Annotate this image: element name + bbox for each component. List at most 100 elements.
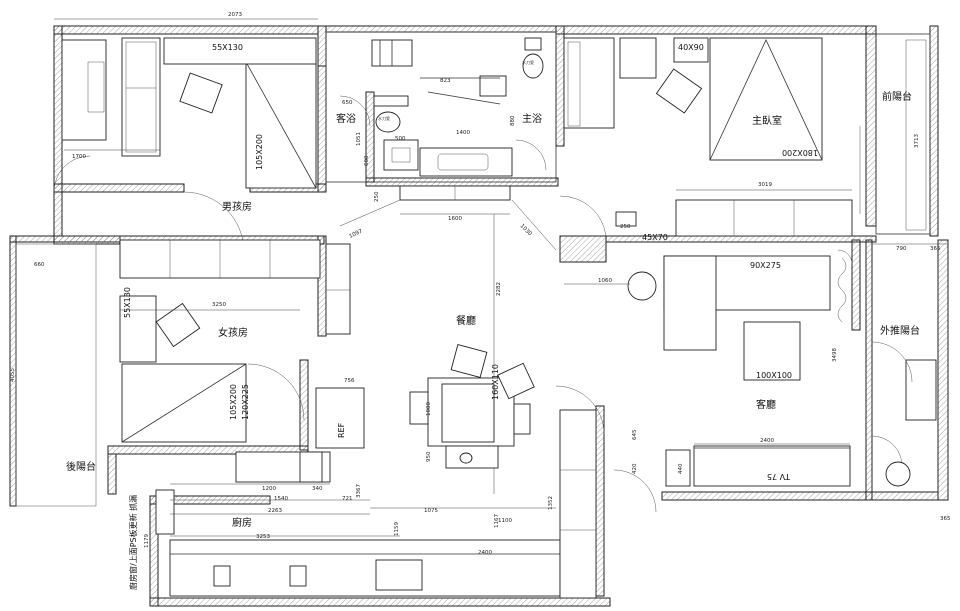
rear-note: 廚房窗/上面PS板更新 抓漏 [128,495,138,590]
girls-chair [155,302,201,348]
dim-3713: 3713 [914,134,920,148]
dim-3019: 3019 [758,182,772,188]
dim-500: 500 [395,136,406,142]
dim-2282: 2282 [496,282,502,296]
dim-2400-kitchen: 2400 [478,550,492,556]
dim-2263: 2263 [268,508,282,514]
dim-1600: 1600 [448,216,462,222]
dim-3253: 3253 [256,534,270,540]
dim-365-top: 365 [930,246,941,252]
room-label-girls: 女孩房 [218,326,248,339]
dim-3367: 3367 [356,484,362,498]
dining-table-size: 160X110 [491,364,500,400]
kitchen-counter [169,539,561,597]
kitchen [155,385,657,599]
room-label-kitchen: 廚房 [232,516,252,529]
room-label-dining: 餐廳 [456,314,476,327]
master-bed [709,37,823,161]
dim-340: 340 [312,486,323,492]
room-label-living: 客廳 [756,398,776,411]
master-chair [655,68,703,114]
dim-1100: 1100 [498,518,512,524]
master-bedroom [559,37,861,237]
room-label-front-balcony: 前陽台 [882,90,912,103]
dim-440: 440 [678,463,684,474]
room-label-boys: 男孩房 [222,200,252,213]
tv-console [693,445,851,487]
dim-350: 250 [374,191,380,202]
dim-365-bottom: 365 [940,516,951,522]
dim-420: 420 [632,463,638,474]
dim-1051: 1051 [356,132,362,146]
sofa-size: 90X275 [750,261,781,270]
dim-650: 650 [342,100,353,106]
dim-756: 756 [344,378,355,384]
living-room [627,249,937,487]
dim-1075: 1075 [424,508,438,514]
wc-label-master: 水刀瓷 [522,59,534,65]
master-vanity [419,147,513,177]
dining-area [325,199,557,494]
tv-label: TV 75 [767,472,791,481]
dim-1540: 1540 [274,496,288,502]
master-wardrobe [675,199,853,237]
master-bath-toilet [522,53,544,79]
girls-desk [119,295,157,363]
room-label-master: 主臥室 [752,114,782,127]
guest-bath-toilet [375,111,401,133]
master-nightstand [673,37,709,63]
room-label-rear-balcony: 後陽台 [66,460,96,473]
dim-1179: 1179 [144,534,150,548]
dim-1700: 1700 [72,154,86,160]
room-label-master-bath: 主浴 [522,113,542,125]
dim-660: 660 [34,262,45,268]
dining-chair-3 [409,391,429,425]
girls-bed-size-2: 120X225 [241,384,250,420]
boys-bed-size: 105X200 [255,134,264,170]
dim-645: 645 [632,429,638,440]
master-shelf-size: 45X70 [642,233,668,242]
dim-950: 950 [426,451,432,462]
girls-room [15,239,321,507]
nightstand-size: 40X90 [678,43,704,52]
dining-chair-1 [450,344,488,378]
dim-1060: 1060 [598,278,612,284]
guest-basin [383,139,419,171]
coffee-table-size: 100X100 [756,371,792,380]
dim-1000: 1000 [426,402,432,416]
coffee-table [743,321,801,381]
dim-1352: 1352 [548,496,554,510]
boys-bed-size-top: 55X130 [212,43,243,52]
dim-880: 880 [510,115,516,126]
master-bed-size: 180X200 [782,148,818,157]
dim-250: 250 [620,224,631,230]
girls-desk-size: 55X130 [123,287,132,318]
dim-1167: 1167 [494,514,500,528]
room-label-outer-balcony: 外推陽台 [880,324,920,337]
dim-790: 790 [896,246,907,252]
room-label-guest-bath: 客浴 [336,112,356,125]
fridge [315,387,365,449]
dim-1400: 1400 [456,130,470,136]
dim-3250: 3250 [212,302,226,308]
fridge-label: REF [337,422,346,438]
boys-chair [179,72,223,114]
bath-block [325,31,557,183]
lamp [627,271,657,301]
dim-721: 721 [342,496,353,502]
dim-600: 600 [364,155,370,166]
front-balcony-area [875,33,931,235]
girls-bed-size: 105X200 [229,384,238,420]
boys-room [53,37,317,253]
dim-1200: 1200 [262,486,276,492]
dining-chair-4 [513,403,531,435]
dim-823: 823 [440,78,451,84]
dim-2400-living: 2400 [760,438,774,444]
dim-1097: 1097 [348,228,364,239]
dim-4055: 4055 [10,368,16,382]
dim-3498: 3498 [832,348,838,362]
dim-top: 2073 [228,12,242,18]
dim-1159: 1159 [394,522,400,536]
wc-label-guest: 水刀瓷 [378,115,390,121]
